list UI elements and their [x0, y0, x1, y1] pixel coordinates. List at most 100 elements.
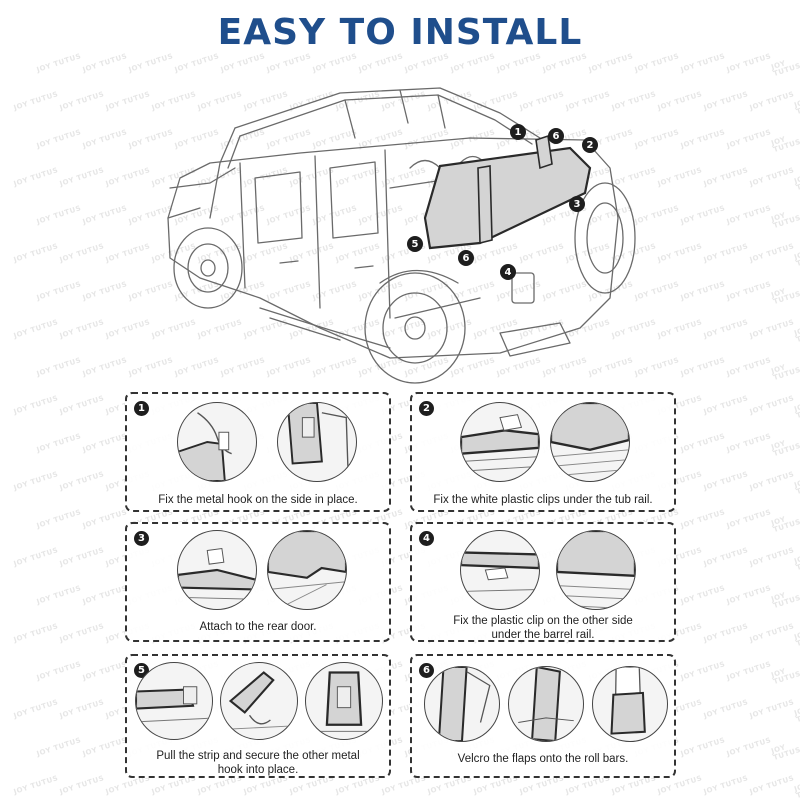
step-5-detail-secured [305, 662, 383, 740]
watermark-mark: JOY TUTUS [13, 394, 60, 416]
watermark-mark: JOY TUTUS [59, 622, 106, 644]
watermark-mark: JOY TUTUS [749, 470, 796, 492]
watermark-mark: JOY TUTUS [59, 166, 106, 188]
watermark-mark: JOY TUTUS [770, 59, 800, 79]
watermark-mark: JOY TUTUS [770, 515, 800, 535]
watermark-mark: JOY TUTUS [13, 622, 60, 644]
step-6-badge: 6 [419, 663, 434, 678]
step-2-caption: Fix the white plastic clips under the tu… [433, 494, 653, 506]
watermark-mark: JOY TUTUS [703, 546, 750, 568]
watermark-mark: JOY TUTUS [680, 204, 727, 226]
callout-4: 4 [500, 264, 516, 280]
watermark-mark: JOY TUTUS [726, 280, 773, 302]
step-1-detail-hook [177, 402, 257, 482]
watermark-mark: JOY TUTUS [289, 774, 336, 796]
watermark-mark: JOY TUTUS [13, 242, 60, 264]
watermark-mark: JOY TUTUS [726, 356, 773, 378]
watermark-mark: JOY TUTUS [793, 249, 800, 269]
watermark-mark: JOY TUTUS [13, 166, 60, 188]
watermark-mark: JOY TUTUS [726, 584, 773, 606]
watermark-mark: JOY TUTUS [749, 394, 796, 416]
watermark-mark: JOY TUTUS [36, 736, 83, 758]
watermark-mark: JOY TUTUS [703, 166, 750, 188]
vehicle-drawing [167, 87, 636, 384]
watermark-mark: JOY TUTUS [565, 774, 612, 796]
callout-3: 3 [569, 196, 585, 212]
watermark-mark: JOY TUTUS [680, 280, 727, 302]
watermark-mark: JOY TUTUS [793, 173, 800, 193]
page-title: EASY TO INSTALL [217, 12, 583, 53]
callout-2: 2 [582, 137, 598, 153]
callout-1: 1 [510, 124, 526, 140]
vehicle-illustration [140, 68, 660, 388]
step-1-badge: 1 [134, 401, 149, 416]
step-3-detail-door [267, 530, 347, 610]
watermark-mark: JOY TUTUS [680, 660, 727, 682]
watermark-mark: JOY TUTUS [749, 166, 796, 188]
watermark-mark: JOY TUTUS [749, 622, 796, 644]
callout-5: 5 [407, 236, 423, 252]
watermark-mark: JOY TUTUS [726, 204, 773, 226]
watermark-mark: JOY TUTUS [793, 781, 800, 800]
watermark-mark: JOY TUTUS [680, 356, 727, 378]
watermark-mark: JOY TUTUS [82, 736, 129, 758]
watermark-mark: JOY TUTUS [611, 774, 658, 796]
watermark-mark: JOY TUTUS [793, 629, 800, 649]
watermark-mark: JOY TUTUS [59, 242, 106, 264]
watermark-mark: JOY TUTUS [243, 774, 290, 796]
watermark-mark: JOY TUTUS [82, 356, 129, 378]
step-5-caption: Pull the strip and secure the other meta… [156, 750, 360, 776]
watermark-mark: JOY TUTUS [59, 90, 106, 112]
watermark-mark: JOY TUTUS [793, 97, 800, 117]
watermark-mark: JOY TUTUS [680, 736, 727, 758]
step-4-caption: Fix the plastic clip on the other side u… [453, 615, 633, 641]
watermark-mark: JOY TUTUS [105, 774, 152, 796]
step-3-badge: 3 [134, 531, 149, 546]
step-4-badge: 4 [419, 531, 434, 546]
watermark-mark: JOY TUTUS [749, 546, 796, 568]
watermark-mark: JOY TUTUS [703, 242, 750, 264]
step-4-detail-clip [460, 530, 540, 610]
step-4-detail-barrel [556, 530, 636, 610]
step-1-detail-side [277, 402, 357, 482]
watermark-mark: JOY TUTUS [36, 660, 83, 682]
step-4-panel: 4 Fix the plastic clip on the other side… [410, 522, 676, 642]
watermark-mark: JOY TUTUS [82, 584, 129, 606]
step-6-panel: 6 Velcro the flaps onto the roll bars. [410, 654, 676, 778]
watermark-mark: JOY TUTUS [726, 52, 773, 74]
step-5-detail-hook [220, 662, 298, 740]
step-2-detail-rail [550, 402, 630, 482]
step-2-panel: 2 Fix the white plastic clips under the … [410, 392, 676, 512]
watermark-mark: JOY TUTUS [82, 204, 129, 226]
watermark-mark: JOY TUTUS [82, 432, 129, 454]
watermark-mark: JOY TUTUS [36, 52, 83, 74]
step-3-caption: Attach to the rear door. [199, 621, 317, 633]
watermark-mark: JOY TUTUS [13, 546, 60, 568]
watermark-mark: JOY TUTUS [427, 774, 474, 796]
watermark-mark: JOY TUTUS [335, 774, 382, 796]
watermark-mark: JOY TUTUS [749, 318, 796, 340]
watermark-mark: JOY TUTUS [770, 743, 800, 763]
watermark-mark: JOY TUTUS [770, 439, 800, 459]
watermark-mark: JOY TUTUS [680, 432, 727, 454]
watermark-mark: JOY TUTUS [749, 90, 796, 112]
watermark-mark: JOY TUTUS [680, 508, 727, 530]
step-1-caption: Fix the metal hook on the side in place. [158, 494, 358, 506]
watermark-mark: JOY TUTUS [36, 432, 83, 454]
watermark-mark: JOY TUTUS [36, 584, 83, 606]
watermark-mark: JOY TUTUS [13, 470, 60, 492]
watermark-mark: JOY TUTUS [770, 287, 800, 307]
watermark-mark: JOY TUTUS [13, 318, 60, 340]
watermark-mark: JOY TUTUS [59, 698, 106, 720]
watermark-mark: JOY TUTUS [793, 553, 800, 573]
watermark-mark: JOY TUTUS [770, 591, 800, 611]
step-2-badge: 2 [419, 401, 434, 416]
watermark-mark: JOY TUTUS [703, 774, 750, 796]
watermark-mark: JOY TUTUS [13, 774, 60, 796]
watermark-mark: JOY TUTUS [36, 508, 83, 530]
watermark-mark: JOY TUTUS [59, 774, 106, 796]
watermark-mark: JOY TUTUS [703, 90, 750, 112]
watermark-mark: JOY TUTUS [657, 318, 704, 340]
watermark-mark: JOY TUTUS [703, 394, 750, 416]
step-3-panel: 3 Attach to the rear door. [125, 522, 391, 642]
